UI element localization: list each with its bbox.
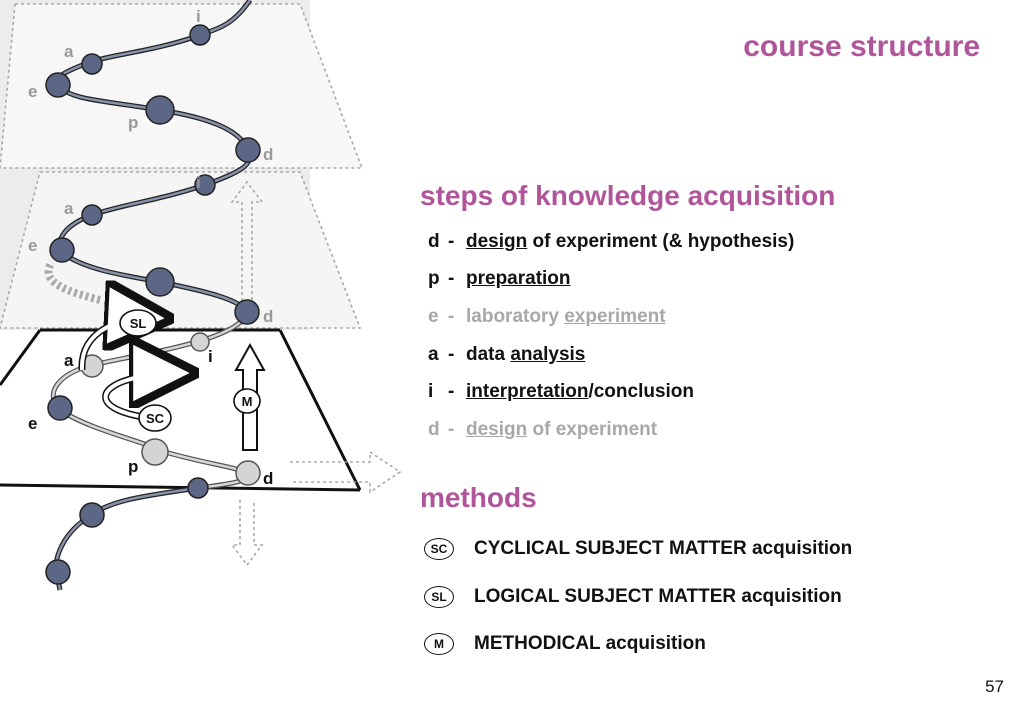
method-label: CYCLICAL SUBJECT MATTER acquisition	[474, 538, 853, 560]
step-code: p	[428, 268, 440, 289]
step-dash: -	[448, 231, 455, 252]
step-dash: -	[448, 306, 455, 327]
label-p-low: p	[128, 457, 138, 476]
svg-text:SC: SC	[146, 411, 165, 426]
bead-i-top	[189, 24, 211, 46]
step-text: of experiment	[527, 419, 658, 440]
methods-heading: methods	[420, 482, 537, 513]
step-code: i	[428, 381, 434, 402]
sl-badge	[119, 309, 157, 337]
bead-bottom-3	[45, 559, 71, 585]
bead-d-mid	[234, 299, 260, 325]
step-text: experiment	[564, 306, 666, 327]
label-a-top: a	[64, 42, 74, 61]
bead-p-mid	[145, 267, 175, 297]
upper-plane	[0, 3, 364, 169]
bead-d-low	[235, 460, 261, 486]
label-e-low: e	[28, 414, 37, 433]
label-i-top: i	[196, 7, 201, 26]
step-code: d	[428, 231, 440, 252]
method-item: SC CYCLICAL SUBJECT MATTER acquisition	[424, 538, 852, 560]
label-e-mid: e	[28, 236, 37, 255]
method-item: SL LOGICAL SUBJECT MATTER acquisition	[424, 586, 842, 608]
step-dash: -	[448, 381, 455, 402]
step-code: e	[428, 306, 439, 327]
bead-bottom-2	[79, 502, 105, 528]
label-a-low: a	[64, 351, 74, 370]
curved-dotted-arrow	[44, 259, 101, 304]
bead-e-top	[45, 72, 71, 98]
step-text: analysis	[510, 344, 586, 365]
step-item: e-laboratory experiment	[428, 306, 666, 328]
method-label: METHODICAL acquisition	[474, 633, 706, 655]
step-text: preparation	[466, 268, 571, 289]
label-i-mid: i	[196, 173, 201, 192]
label-d-mid: d	[263, 307, 273, 326]
bead-d-top	[235, 137, 261, 163]
bead-e-mid	[49, 237, 75, 263]
bead-i-low	[190, 332, 210, 352]
step-text: design	[466, 419, 528, 440]
step-item: a-data analysis	[428, 344, 585, 366]
bead-a-mid	[81, 204, 103, 226]
step-item: p-preparation	[428, 268, 571, 290]
label-p-top: p	[128, 113, 138, 132]
step-text: interpretation	[466, 381, 589, 402]
svg-text:SL: SL	[130, 316, 147, 331]
step-code: d	[428, 419, 440, 440]
step-text: of experiment (& hypothesis)	[527, 231, 795, 252]
step-text: data	[466, 344, 511, 365]
step-dash: -	[448, 268, 455, 289]
step-item: i-interpretation/conclusion	[428, 381, 694, 403]
page-title: course structure	[743, 30, 980, 63]
step-dash: -	[448, 419, 455, 440]
method-item: M METHODICAL acquisition	[424, 633, 706, 655]
step-text: laboratory	[466, 306, 565, 327]
bead-e-low	[47, 395, 73, 421]
step-text: /conclusion	[588, 381, 695, 402]
method-badge: SC	[424, 538, 454, 560]
steps-heading: steps of knowledge acquisition	[420, 180, 836, 211]
bead-i-mid	[194, 174, 216, 196]
step-code: a	[428, 344, 439, 365]
label-i-low: i	[208, 347, 213, 366]
method-label: LOGICAL SUBJECT MATTER acquisition	[474, 586, 842, 608]
bead-p-top	[145, 95, 175, 125]
step-dash: -	[448, 344, 455, 365]
bead-p-low	[141, 438, 169, 466]
m-badge	[233, 388, 261, 414]
label-d-top: d	[263, 145, 273, 164]
label-e-top: e	[28, 82, 37, 101]
helix-diagram: SL SC M i a e p d i a e d a i e p d	[0, 0, 402, 591]
label-a-mid: a	[64, 199, 74, 218]
right-dotted-arrow	[290, 450, 402, 494]
svg-text:M: M	[242, 394, 253, 409]
page-number: 57	[985, 677, 1004, 696]
method-badge: M	[424, 633, 454, 655]
bead-a-top	[81, 53, 103, 75]
step-item: d-design of experiment (& hypothesis)	[428, 231, 794, 253]
step-text: design	[466, 231, 528, 252]
method-badge: SL	[424, 586, 454, 608]
label-d-low: d	[263, 469, 273, 488]
up-dotted-arrow	[230, 180, 264, 325]
bead-bottom-1	[187, 477, 209, 499]
down-dotted-arrow	[230, 500, 264, 567]
sc-badge	[138, 404, 172, 432]
step-item: d-design of experiment	[428, 419, 657, 441]
